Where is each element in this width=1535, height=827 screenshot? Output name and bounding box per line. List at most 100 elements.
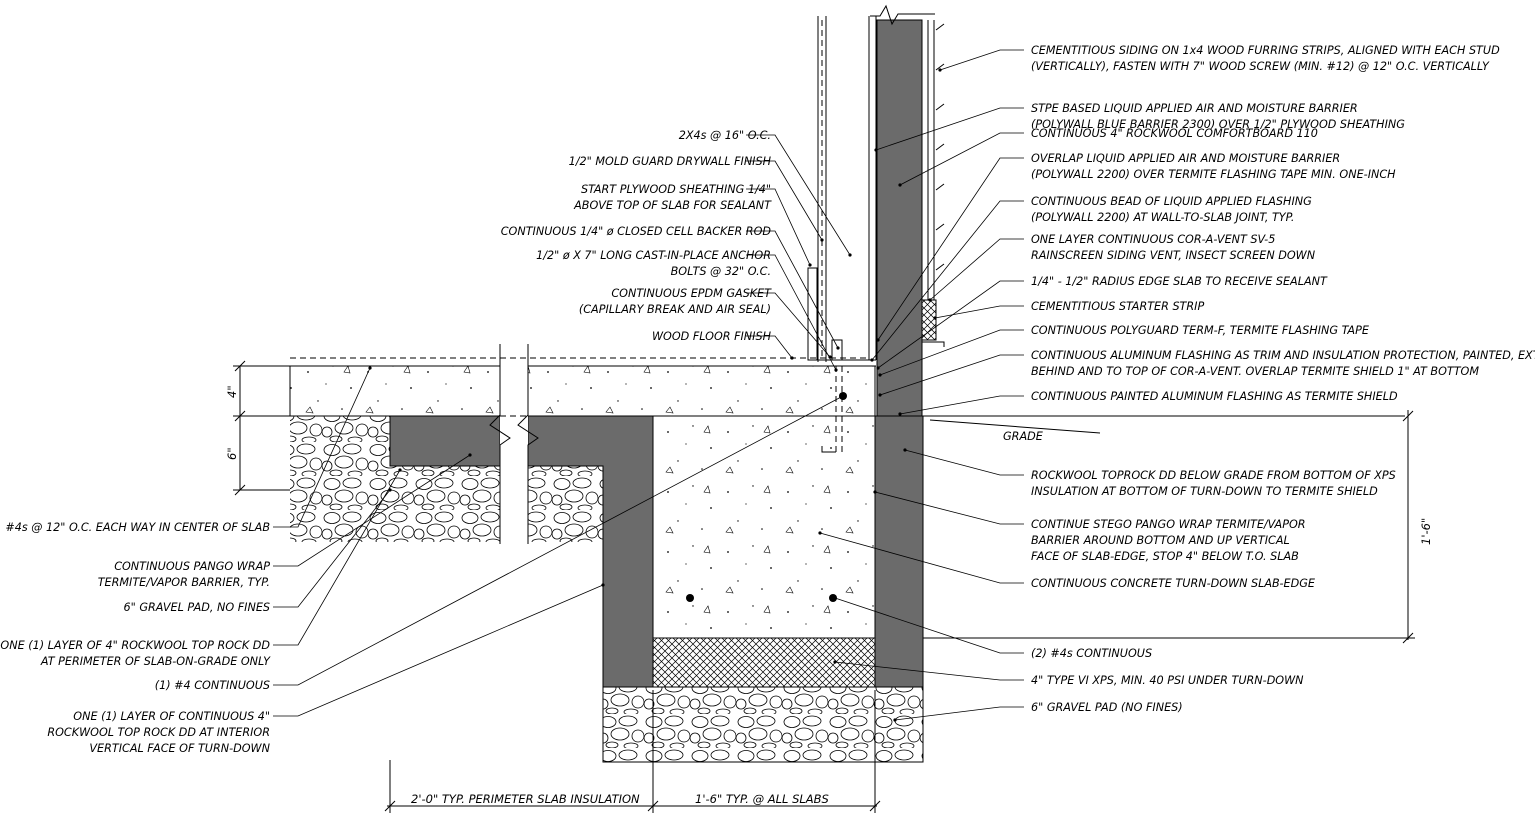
right-callout-text: (POLYWALL BLUE BARRIER 2300) OVER 1/2" P… <box>1031 118 1405 131</box>
upper-left-leader-arrow <box>808 263 812 267</box>
upper-left-leader-line <box>746 160 823 241</box>
upper-left-callout-text: CONTINUOUS EPDM GASKET <box>611 287 772 300</box>
right-leader-line <box>939 49 1024 71</box>
right-callout-text: 1/4" - 1/2" RADIUS EDGE SLAB TO RECEIVE … <box>1031 275 1328 288</box>
right-leader-line <box>877 280 1024 369</box>
grade-line <box>875 415 1405 434</box>
right-callout-text: ROCKWOOL TOPROCK DD BELOW GRADE FROM BOT… <box>1031 469 1396 482</box>
lower-left-leader-arrow <box>398 468 402 472</box>
lower-left-leader-line <box>273 469 401 646</box>
upper-left-leader-line <box>746 230 839 349</box>
right-leader-arrow <box>938 68 942 72</box>
right-leader-arrow <box>876 338 880 342</box>
upper-left-callout-text: ABOVE TOP OF SLAB FOR SEALANT <box>573 199 772 212</box>
gravel-pad-under-turndown <box>602 686 924 763</box>
turndown-width-dimension: 1'-6" TYP. @ ALL SLABS <box>695 792 829 806</box>
lower-left-callout-text: 6" GRAVEL PAD, NO FINES <box>124 601 270 614</box>
right-callout-text: CONTINUOUS PAINTED ALUMINUM FLASHING AS … <box>1031 390 1398 403</box>
right-callout-text: BARRIER AROUND BOTTOM AND UP VERTICAL <box>1031 534 1290 547</box>
upper-left-leader-line <box>746 254 837 371</box>
right-callout-text: (POLYWALL 2200) OVER TERMITE FLASHING TA… <box>1031 168 1396 181</box>
right-callout-text: STPE BASED LIQUID APPLIED AIR AND MOISTU… <box>1031 102 1358 115</box>
lower-left-callout-text: AT PERIMETER OF SLAB-ON-GRADE ONLY <box>40 655 271 668</box>
right-leader-arrow <box>933 316 937 320</box>
right-callout-text: INSULATION AT BOTTOM OF TURN-DOWN TO TER… <box>1031 485 1378 498</box>
right-leader-arrow <box>876 366 880 370</box>
right-leader-line <box>879 354 1024 396</box>
rockwool-below-grade-insulation <box>874 415 924 688</box>
lower-left-callout-text: ROCKWOOL TOP ROCK DD AT INTERIOR <box>47 726 270 739</box>
lower-left-callout-text: ONE (1) LAYER OF 4" ROCKWOOL TOP ROCK DD <box>0 639 270 652</box>
right-leader-arrow <box>893 718 897 722</box>
horizontal-dimensions <box>384 690 881 813</box>
lower-left-callout-text: TERMITE/VAPOR BARRIER, TYP. <box>98 576 270 589</box>
right-callout-text: 6" GRAVEL PAD (NO FINES) <box>1031 701 1183 714</box>
grade-label: GRADE <box>1003 430 1044 443</box>
upper-left-callout-text: 2X4s @ 16" O.C. <box>679 129 771 142</box>
upper-left-leader-line <box>746 292 831 358</box>
vertical-dimensions <box>233 360 1415 644</box>
right-leader-line <box>899 132 1024 186</box>
right-leader-arrow <box>833 596 837 600</box>
lower-left-callout-text: ONE (1) LAYER OF CONTINUOUS 4" <box>73 710 270 723</box>
upper-left-leader-arrow <box>848 253 852 257</box>
slab-thickness-dimension: 4" <box>225 385 239 398</box>
right-callout-text: (VERTICALLY), FASTEN WITH 7" WOOD SCREW … <box>1031 60 1490 73</box>
lower-left-callout-text: #4s @ 12" O.C. EACH WAY IN CENTER OF SLA… <box>5 521 270 534</box>
gravel-thickness-dimension: 6" <box>225 447 239 460</box>
right-leader-line <box>894 706 1024 721</box>
concrete-slab <box>289 365 876 417</box>
right-leader-arrow <box>898 412 902 416</box>
lower-left-leader-arrow <box>601 583 605 587</box>
perimeter-insulation-dimension: 2'-0" TYP. PERIMETER SLAB INSULATION <box>411 792 640 806</box>
right-leader-line <box>834 661 1024 681</box>
right-callout-text: CEMENTITIOUS STARTER STRIP <box>1031 300 1204 313</box>
right-callout-text: (POLYWALL 2200) AT WALL-TO-SLAB JOINT, T… <box>1031 211 1294 224</box>
right-leader-line <box>929 238 1024 301</box>
right-leader-line <box>877 157 1024 341</box>
slab-dashed-lines <box>290 357 876 687</box>
right-leader-arrow <box>878 393 882 397</box>
right-leader-line <box>834 597 1024 654</box>
lower-left-leader-arrow <box>368 366 372 370</box>
right-leader-arrow <box>873 490 877 494</box>
upper-left-leader-arrow <box>828 355 832 359</box>
right-callout-text: CONTINUOUS BEAD OF LIQUID APPLIED FLASHI… <box>1031 195 1312 208</box>
upper-left-callout-text: 1/2" ø X 7" LONG CAST-IN-PLACE ANCHOR <box>536 249 771 262</box>
right-callout-text: BEHIND AND TO TOP OF COR-A-VENT. OVERLAP… <box>1031 365 1479 378</box>
right-callout-text: CEMENTITIOUS SIDING ON 1x4 WOOD FURRING … <box>1031 44 1500 57</box>
lower-left-leader-line <box>273 584 604 717</box>
lower-left-callout-text: CONTINUOUS PANGO WRAP <box>114 560 270 573</box>
upper-left-leader-arrow <box>820 238 824 242</box>
lower-left-leader-arrow <box>841 394 845 398</box>
callout-labels: CEMENTITIOUS SIDING ON 1x4 WOOD FURRING … <box>0 44 1535 755</box>
right-callout-text: RAINSCREEN SIDING VENT, INSECT SCREEN DO… <box>1031 249 1316 262</box>
right-leader-arrow <box>878 373 882 377</box>
right-leader-arrow <box>833 660 837 664</box>
upper-left-callout-text: (CAPILLARY BREAK AND AIR SEAL) <box>579 303 771 316</box>
upper-left-leader-line <box>746 134 851 256</box>
lower-left-callout-text: VERTICAL FACE OF TURN-DOWN <box>89 742 270 755</box>
right-callout-text: FACE OF SLAB-EDGE, STOP 4" BELOW T.O. SL… <box>1031 550 1299 563</box>
right-leader-line <box>871 200 1024 361</box>
turndown-depth-dimension: 1'-6" <box>1419 518 1433 545</box>
lower-left-leader-line <box>273 489 391 608</box>
upper-left-callout-text: START PLYWOOD SHEATHING 1/4" <box>581 183 771 196</box>
right-leader-arrow <box>903 448 907 452</box>
anchor-bolt <box>821 366 843 453</box>
upper-left-callout-text: BOLTS @ 32" O.C. <box>671 265 771 278</box>
right-leader-arrow <box>870 358 874 362</box>
right-leader-arrow <box>928 298 932 302</box>
right-leader-line <box>879 329 1024 376</box>
right-leader-line <box>904 449 1024 476</box>
upper-left-callout-text: WOOD FLOOR FINISH <box>652 330 772 343</box>
slab-break-line <box>489 344 539 544</box>
upper-left-leader-line <box>746 335 793 359</box>
upper-left-callout-text: 1/2" MOLD GUARD DRYWALL FINISH <box>569 155 772 168</box>
lower-left-leader-line <box>273 395 844 686</box>
right-leader-line <box>875 107 1024 151</box>
lower-left-leader-arrow <box>468 453 472 457</box>
rockwool-comfortboard-wall <box>876 19 923 417</box>
lower-left-callout-text: (1) #4 CONTINUOUS <box>155 679 270 692</box>
